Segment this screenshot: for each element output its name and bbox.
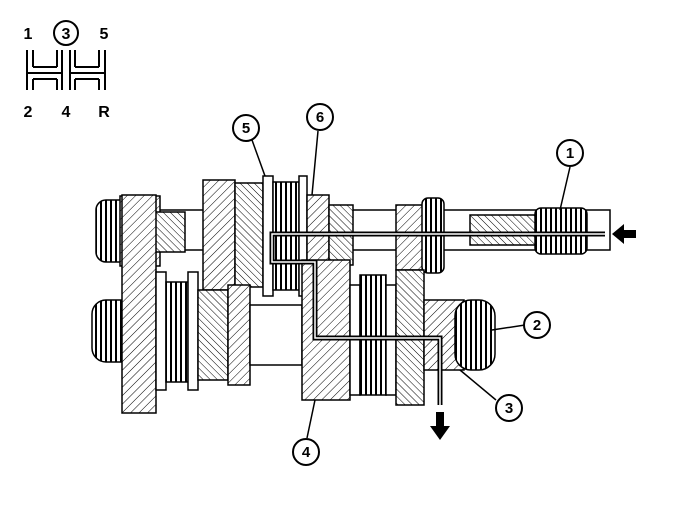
callout-6: 6 [306,103,334,196]
power-flow-path [269,231,605,405]
callout-4-number: 4 [302,444,311,461]
callout-3-number: 3 [505,400,513,417]
callout-2-number: 2 [533,317,541,334]
input-shaft [95,175,611,297]
callout-4: 4 [292,399,320,466]
gear-5-label: 5 [100,26,109,43]
callout-2: 2 [491,311,551,339]
selected-gear-ring [53,20,79,46]
gear-4-label: 4 [62,104,71,121]
arrow-down-icon [430,412,450,440]
gear-2-label: 2 [24,104,33,121]
shift-pattern: 1 3 5 2 4 R [24,20,110,121]
callout-6-number: 6 [316,109,324,126]
gear-3-label: 3 [62,26,71,43]
callout-5: 5 [232,114,266,177]
callout-1-number: 1 [566,145,574,162]
gear-1-label: 1 [24,26,33,43]
gear-r-label: R [98,104,110,121]
callout-1: 1 [556,139,584,211]
arrow-left-icon [612,224,636,244]
callout-3: 3 [459,369,523,422]
callout-5-number: 5 [242,120,250,137]
